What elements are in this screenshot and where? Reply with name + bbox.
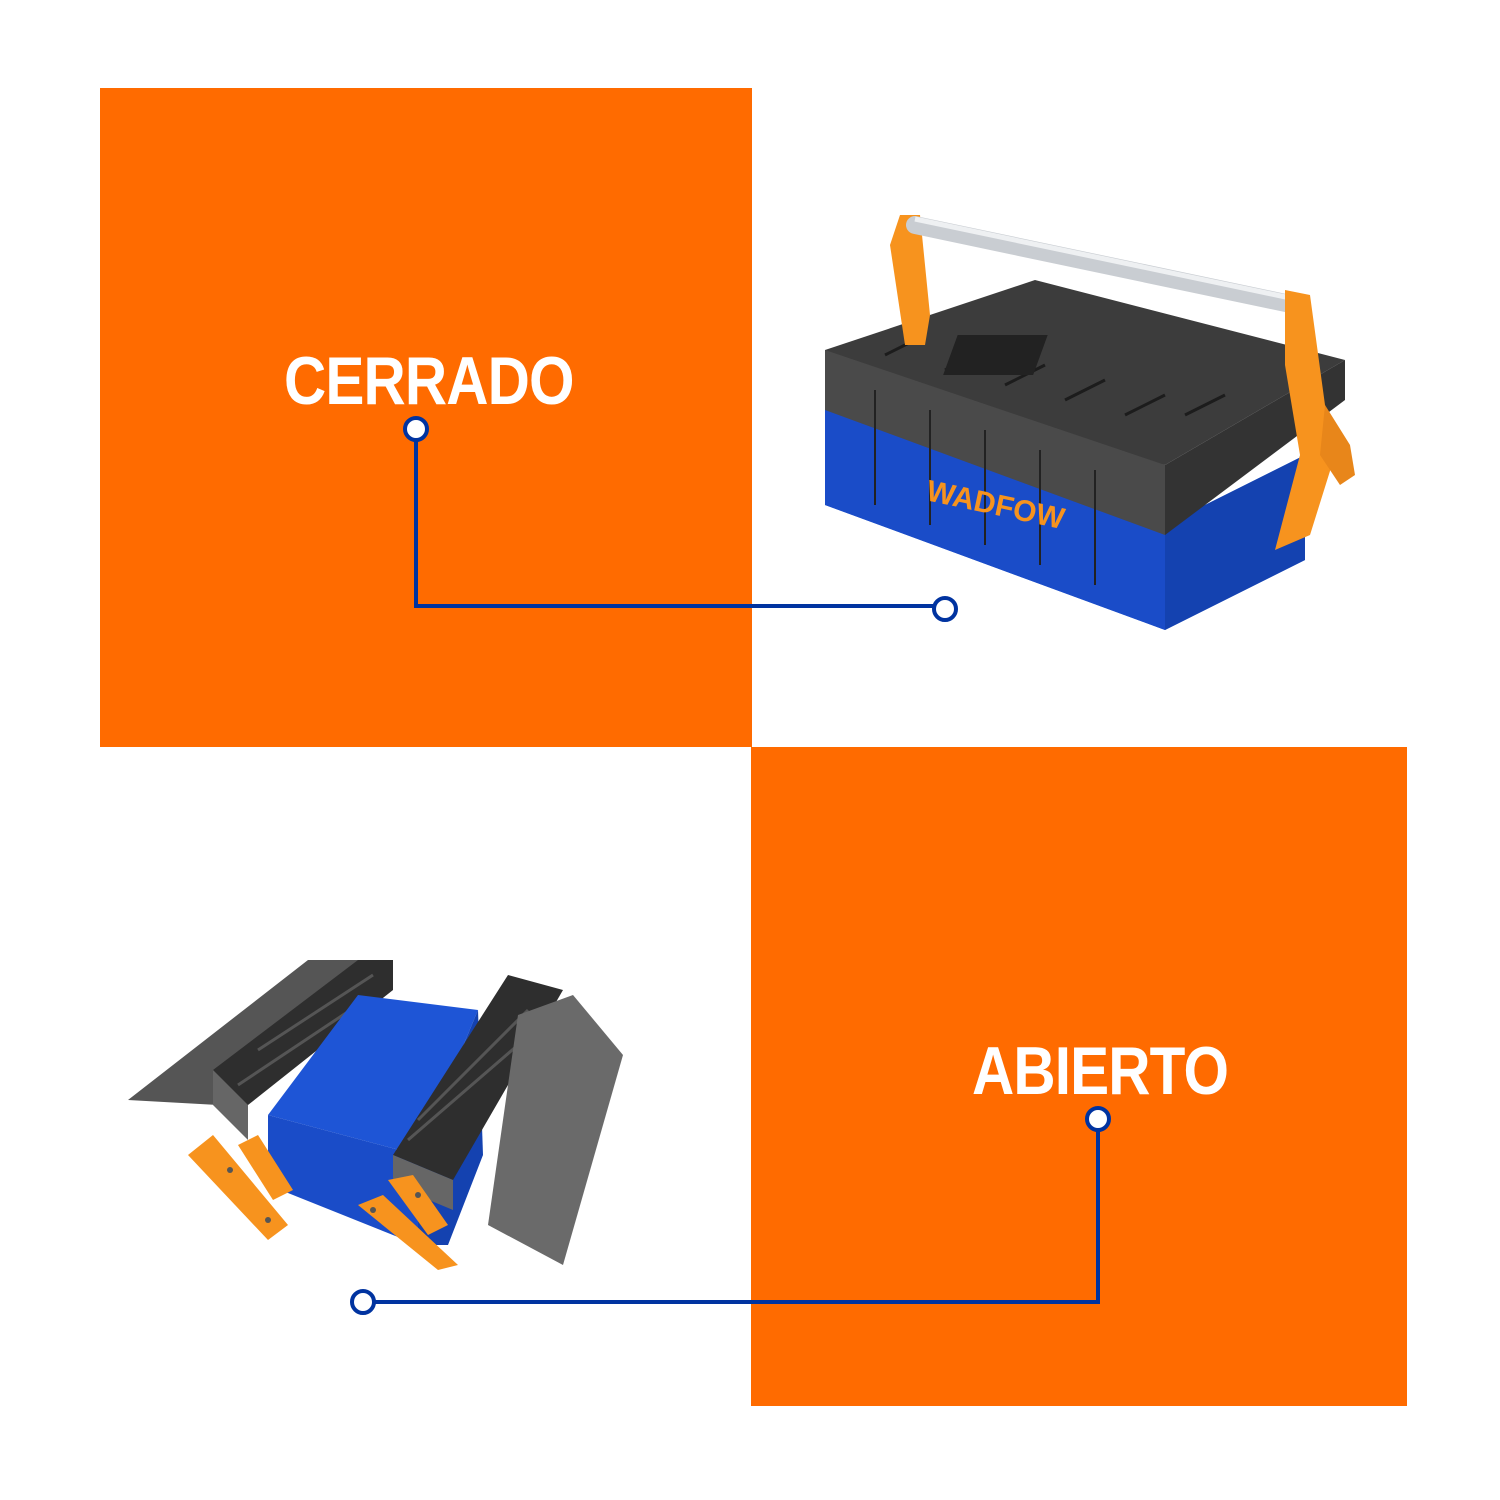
toolbox-closed-image: WADFOW [825,215,1355,630]
toolbox-open-image [128,960,623,1270]
open-label: ABIERTO [972,1033,1229,1109]
closed-label: CERRADO [284,343,575,419]
open-connector-end-dot [350,1289,376,1315]
